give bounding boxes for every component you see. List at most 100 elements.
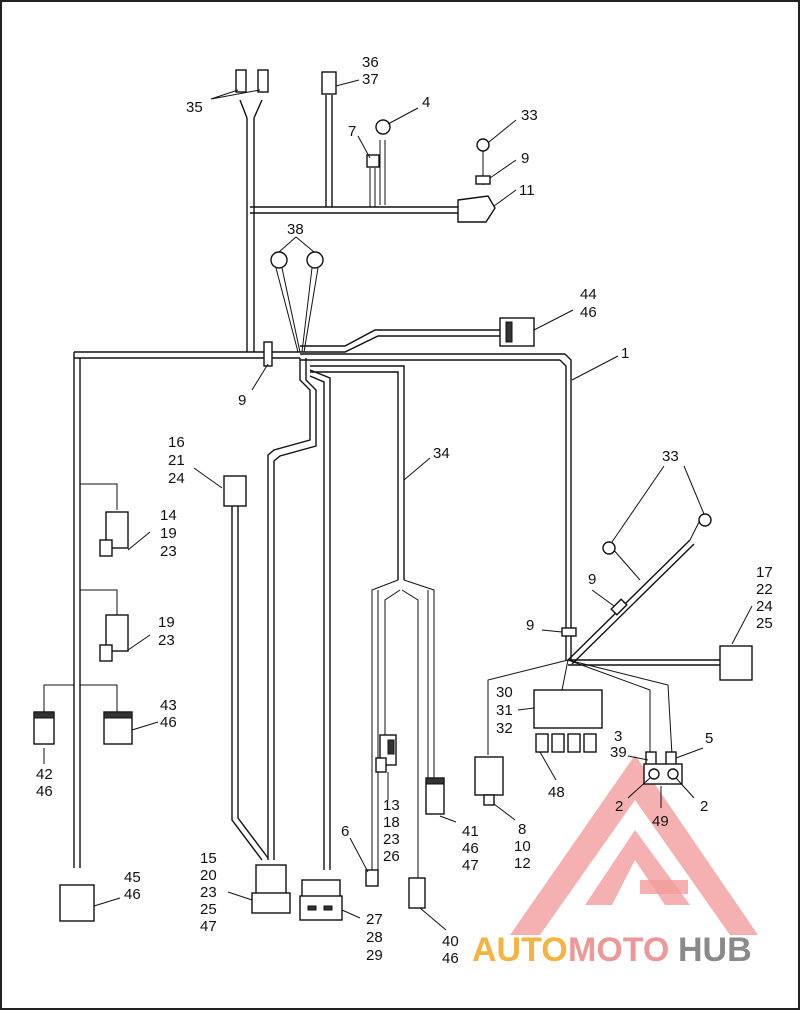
callout-22: 22	[756, 581, 773, 598]
callout-11: 11	[519, 182, 535, 199]
fuse-48-d	[583, 733, 597, 753]
connector-27-slot-left	[307, 905, 317, 911]
connector-15	[255, 864, 287, 896]
callout-13: 13	[383, 797, 400, 814]
connector-43-seal	[103, 711, 133, 719]
callout-6: 6	[341, 823, 349, 840]
callout-44: 44	[580, 286, 597, 303]
leader-lines	[43, 79, 753, 931]
ring-terminal-4	[375, 119, 391, 135]
callout-23-14: 23	[160, 543, 177, 560]
callout-labels: 35 36 37 4 33 7 9 11 38 44 46 1 9 16 21 …	[36, 54, 773, 967]
callout-21: 21	[168, 452, 185, 469]
callout-23-15: 23	[200, 884, 217, 901]
callout-9-mid: 9	[588, 571, 596, 588]
callout-16: 16	[168, 434, 185, 451]
callout-46-45: 46	[124, 886, 141, 903]
callout-2-right: 2	[700, 798, 708, 815]
callout-4: 4	[422, 94, 430, 111]
callout-47-41: 47	[462, 857, 479, 874]
callout-43: 43	[160, 697, 177, 714]
watermark-triangle	[510, 755, 758, 935]
callout-19-19: 19	[158, 614, 175, 631]
callout-32: 32	[496, 720, 513, 737]
callout-46-41: 46	[462, 840, 479, 857]
callout-27: 27	[366, 911, 383, 928]
callout-14: 14	[160, 507, 177, 524]
callout-20: 20	[200, 867, 217, 884]
connector-40	[408, 877, 426, 909]
callout-24-16: 24	[168, 470, 185, 487]
boot-11	[457, 195, 496, 223]
callout-37: 37	[362, 71, 379, 88]
connector-16	[223, 475, 247, 507]
callout-3: 3	[614, 728, 622, 745]
callout-33-right: 33	[662, 448, 679, 465]
watermark-logo	[510, 755, 758, 935]
callout-8: 8	[518, 821, 526, 838]
connector-14-latch	[99, 539, 113, 557]
fuse-block-30	[533, 689, 603, 729]
connector-45	[59, 884, 95, 922]
connector-17	[719, 645, 753, 681]
callout-31: 31	[496, 702, 513, 719]
callout-18: 18	[383, 814, 400, 831]
callout-38: 38	[287, 221, 304, 238]
relay-8	[474, 756, 504, 796]
clip-6	[365, 869, 379, 887]
grommet-9-top	[475, 175, 491, 185]
callout-25-15: 25	[200, 901, 217, 918]
relay-8-pin	[483, 794, 495, 806]
connector-36	[321, 71, 337, 95]
connector-35-right	[257, 69, 269, 93]
callout-42: 42	[36, 766, 53, 783]
connector-27-slot-right	[323, 905, 333, 911]
fuse-48-c	[567, 733, 581, 753]
harness-wires	[43, 95, 720, 880]
watermark-g-bar	[640, 880, 688, 894]
fuse-48-a	[535, 733, 549, 753]
connector-44-lock	[505, 321, 513, 343]
callout-10: 10	[514, 838, 531, 855]
grommet-9-right	[610, 598, 628, 616]
ring-terminal-33-right	[698, 513, 712, 527]
callout-19-14: 19	[160, 525, 177, 542]
callout-36: 36	[362, 54, 379, 71]
callout-30: 30	[496, 684, 513, 701]
callout-46-42: 46	[36, 783, 53, 800]
callout-46-43: 46	[160, 714, 177, 731]
callout-48: 48	[548, 784, 565, 801]
callout-49: 49	[652, 813, 669, 830]
callout-29: 29	[366, 947, 383, 964]
callout-28: 28	[366, 929, 383, 946]
callout-35: 35	[186, 99, 203, 116]
callout-33-top: 33	[521, 107, 538, 124]
callout-39: 39	[610, 744, 627, 761]
stud-2-left	[648, 768, 660, 780]
callout-2-left: 2	[615, 798, 623, 815]
watermark-auto: AUTO	[472, 931, 568, 969]
callout-23-19: 23	[158, 632, 175, 649]
ring-terminal-38-right	[306, 251, 324, 269]
connector-13-lock	[387, 739, 395, 755]
connector-41-seal	[425, 777, 445, 785]
connector-44	[499, 317, 535, 347]
stud-2-right	[667, 768, 679, 780]
callout-45: 45	[124, 869, 141, 886]
callout-7: 7	[348, 123, 356, 140]
callout-34: 34	[433, 445, 450, 462]
callout-9-top: 9	[521, 150, 529, 167]
watermark-moto: MOTO	[568, 931, 669, 969]
ring-terminal-38-left	[270, 251, 288, 269]
connector-42-seal	[33, 711, 55, 719]
connector-35-left	[235, 69, 247, 93]
watermark-text: AUTO MOTO HUB	[472, 931, 752, 969]
callout-47-15: 47	[200, 918, 217, 935]
callout-46-40: 46	[442, 950, 459, 967]
callout-41: 41	[462, 823, 479, 840]
connector-15-body	[251, 892, 291, 914]
callout-23-13: 23	[383, 831, 400, 848]
connector-14	[105, 511, 129, 549]
callout-9-trunk: 9	[238, 392, 246, 409]
